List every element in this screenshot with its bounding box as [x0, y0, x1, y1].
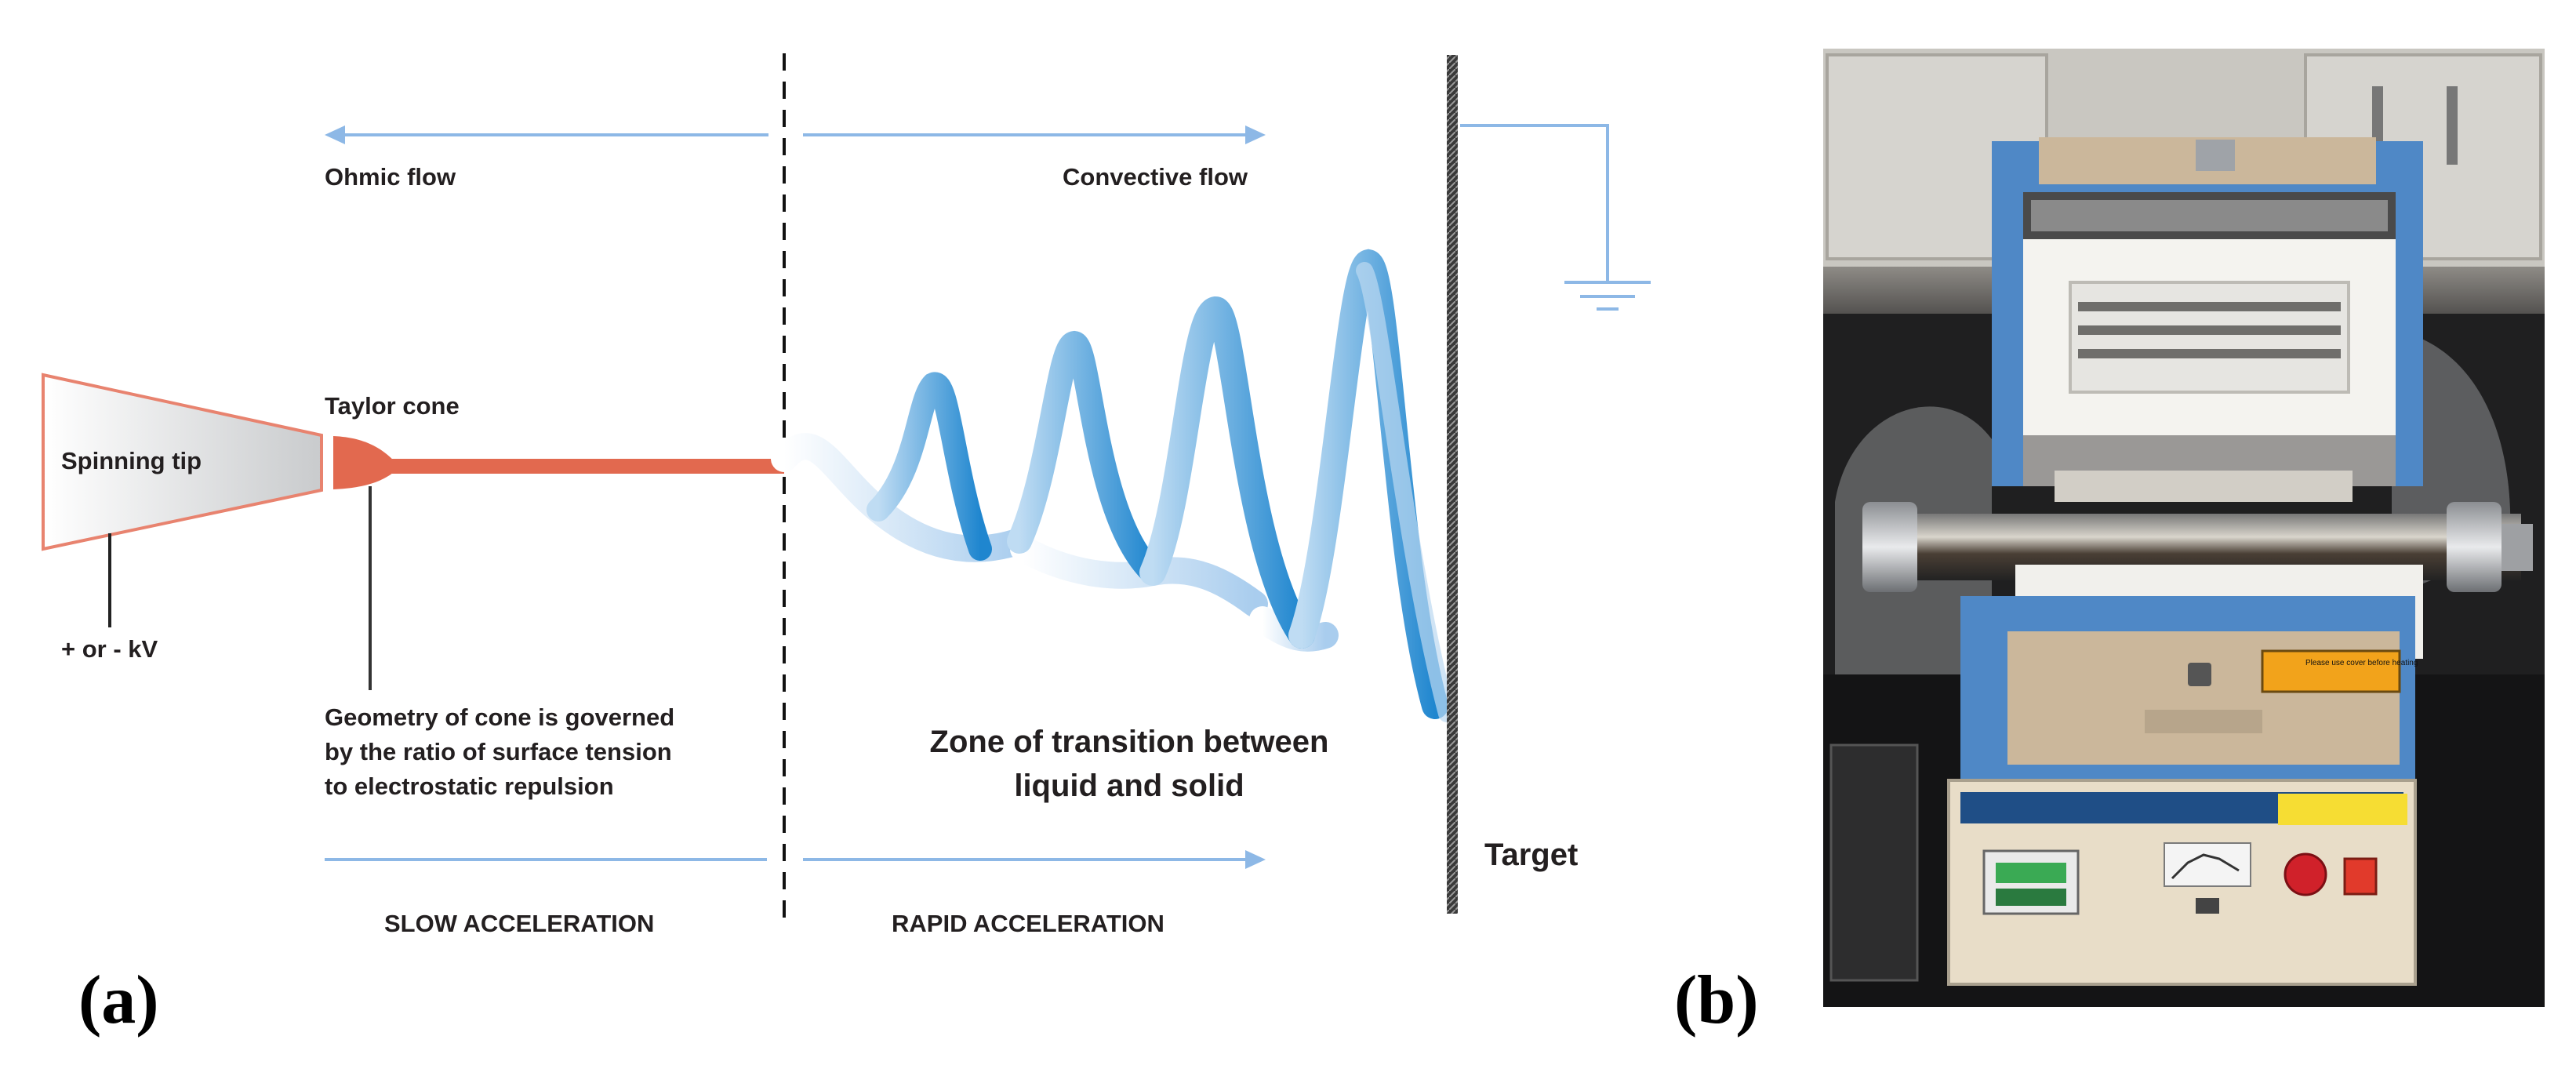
geometry-note: Geometry of cone is governed by the rati… — [325, 700, 764, 804]
target-plate — [1447, 55, 1458, 914]
panel-a-label: (a) — [78, 962, 159, 1038]
ohmic-flow-label: Ohmic flow — [325, 163, 456, 191]
sticker-text: Please use cover before heating — [2305, 659, 2418, 667]
zone-note-line: liquid and solid — [1014, 769, 1244, 803]
panel-a-diagram — [42, 53, 1651, 919]
straight-jet — [392, 459, 784, 474]
spinning-tip-label: Spinning tip — [61, 447, 202, 474]
convective-flow-label: Convective flow — [1063, 163, 1248, 191]
target-label: Target — [1484, 838, 1579, 872]
geometry-note-line: Geometry of cone is governed — [325, 703, 675, 731]
rapid-acceleration-label: RAPID ACCELERATION — [892, 910, 1164, 937]
panel-b-label: (b) — [1674, 962, 1759, 1038]
rapid-acceleration-arrow — [803, 850, 1266, 869]
convective-flow-arrow — [803, 125, 1266, 144]
zone-note: Zone of transition between liquid and so… — [878, 720, 1380, 808]
voltage-label: + or - kV — [61, 635, 158, 663]
ohmic-flow-arrow — [325, 125, 768, 144]
geometry-note-line: by the ratio of surface tension — [325, 738, 672, 765]
tube-furnace-photo: Please use cover before heating — [1823, 49, 2545, 1007]
taylor-cone — [333, 436, 396, 489]
ground-symbol — [1460, 124, 1651, 311]
taylor-cone-label: Taylor cone — [325, 392, 460, 420]
spinning-tip-nozzle — [42, 373, 323, 551]
slow-acceleration-label: SLOW ACCELERATION — [384, 910, 655, 937]
geometry-note-line: to electrostatic repulsion — [325, 772, 614, 800]
whipping-jet — [771, 249, 1455, 722]
zone-note-line: Zone of transition between — [929, 725, 1329, 759]
